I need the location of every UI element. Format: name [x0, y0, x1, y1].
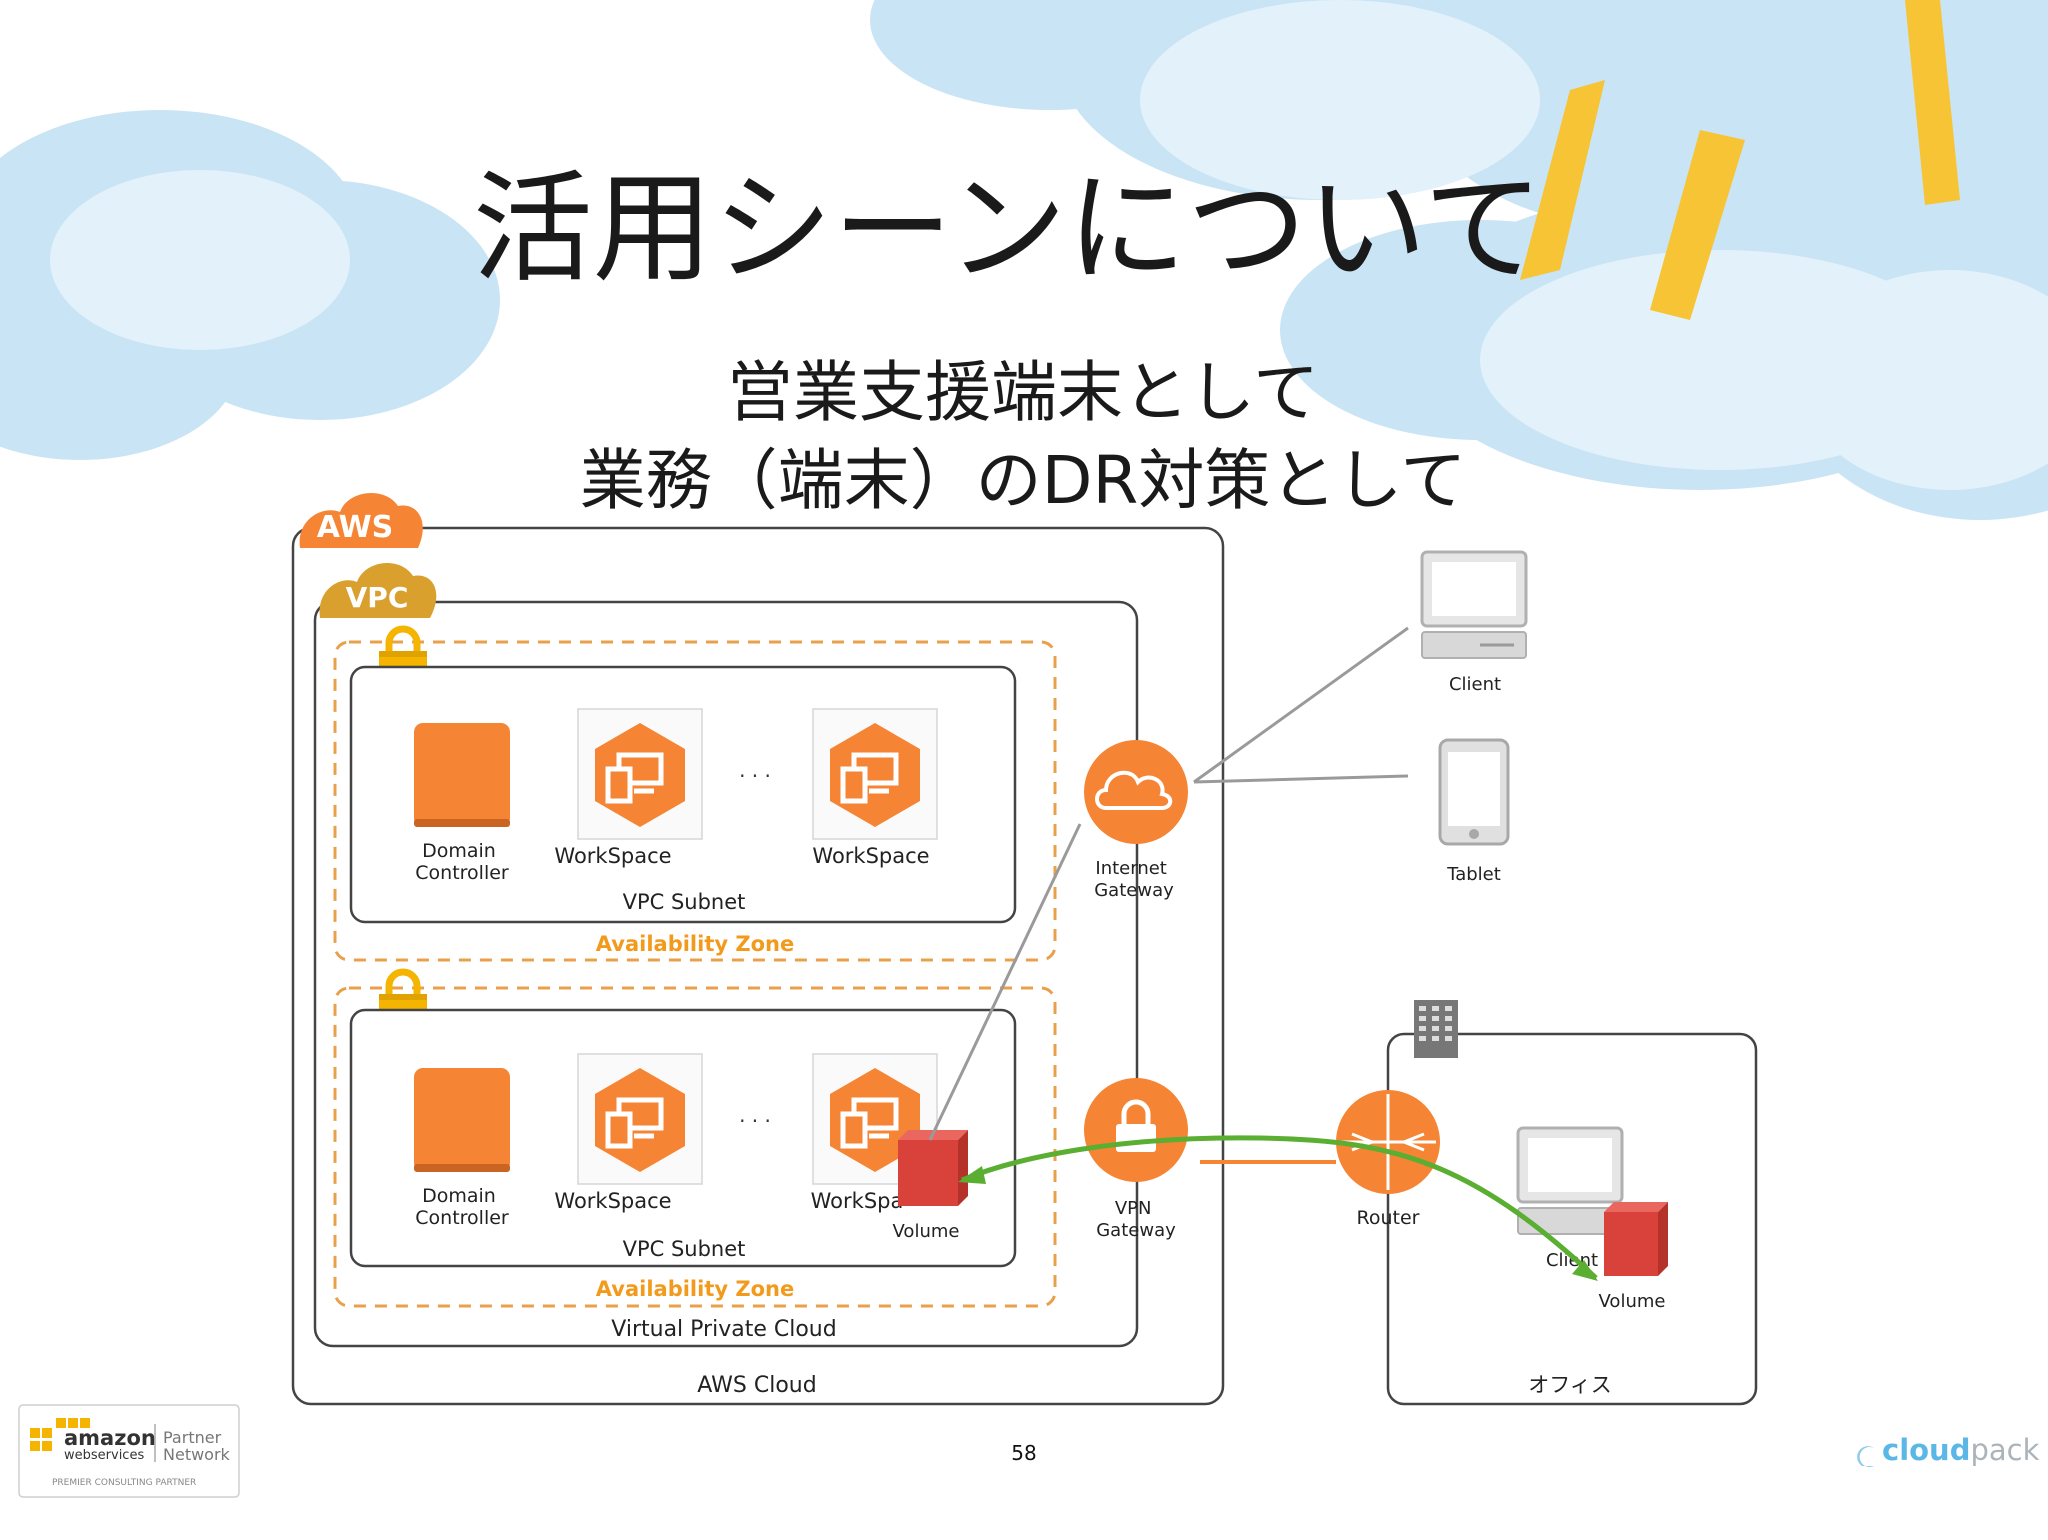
svg-text:cloudpack: cloudpack	[1882, 1433, 2040, 1467]
volume-icon	[898, 1130, 968, 1206]
zone-border	[333, 986, 1057, 1308]
vpc-badge-label: VPC	[346, 581, 409, 614]
svg-text:Partner: Partner	[163, 1428, 222, 1447]
workspace-icon	[813, 709, 937, 839]
connector-line	[1193, 774, 1409, 784]
ellipsis: · · ·	[739, 1109, 771, 1133]
svg-text:PREMIER CONSULTING PARTNER: PREMIER CONSULTING PARTNER	[52, 1478, 196, 1488]
router-icon	[1336, 1090, 1440, 1194]
vpn-gateway-icon	[1084, 1078, 1188, 1182]
workspace-icon	[578, 709, 702, 839]
subtitle-line-2: 業務（端末）のDR対策として	[580, 442, 1467, 519]
replication-arrow	[958, 1135, 1598, 1281]
workspace-icon	[578, 1054, 702, 1184]
domain-controller-label: Domain Controller	[415, 840, 509, 884]
vpc-badge: VPC	[319, 563, 437, 618]
domain-controller-icon	[414, 723, 510, 827]
office-label: オフィス	[1528, 1373, 1612, 1397]
tablet-icon	[1438, 738, 1510, 846]
slide-title: 活用シーンについて	[473, 160, 1543, 299]
workspace-label: WorkSpace	[812, 844, 929, 868]
svg-text:Network: Network	[163, 1445, 231, 1464]
zone-border	[333, 640, 1057, 962]
connector-line	[1193, 626, 1409, 784]
aws-badge: AWS	[299, 493, 423, 548]
sky-background	[0, 0, 2048, 520]
client-computer-icon	[1420, 550, 1528, 659]
internet-gateway-icon	[1084, 740, 1188, 844]
availability-zone-1: Domain Controller WorkSpace · · · WorkSp…	[333, 629, 1057, 962]
tablet-label: Tablet	[1446, 864, 1501, 885]
aws-partner-network-logo: amazon webservices Partner Network PREMI…	[18, 1404, 240, 1498]
internet-gateway-label: Internet Gateway	[1094, 858, 1174, 901]
subnet-label: VPC Subnet	[623, 890, 746, 914]
office-volume-label: Volume	[1599, 1291, 1666, 1312]
workspace-label: WorkSpace	[554, 844, 671, 868]
connector-line	[928, 823, 1082, 1141]
svg-text:webservices: webservices	[64, 1448, 144, 1463]
subnet-label: VPC Subnet	[623, 1237, 746, 1261]
vpn-gateway-label: VPN Gateway	[1096, 1198, 1176, 1241]
building-icon	[1414, 1000, 1458, 1058]
svg-text:amazon: amazon	[64, 1426, 156, 1450]
cloudpack-logo: cloudpack	[1857, 1433, 2040, 1467]
domain-controller-label: Domain Controller	[415, 1185, 509, 1229]
office-volume-icon	[1604, 1202, 1668, 1276]
zone-label: Availability Zone	[596, 1277, 794, 1301]
volume-label: Volume	[893, 1221, 960, 1242]
aws-cloud-label: AWS Cloud	[697, 1373, 816, 1398]
subtitle-line-1: 営業支援端末として	[727, 354, 1319, 431]
client-label: Client	[1449, 674, 1501, 695]
domain-controller-icon	[414, 1068, 510, 1172]
zone-label: Availability Zone	[596, 932, 794, 956]
page-number: 58	[1011, 1441, 1036, 1465]
router-label: Router	[1357, 1207, 1420, 1229]
availability-zone-2: Domain Controller WorkSpace · · · WorkSp…	[333, 972, 1057, 1308]
ellipsis: · · ·	[739, 764, 771, 788]
aws-badge-label: AWS	[317, 510, 394, 545]
workspace-label: WorkSpa	[811, 1189, 904, 1213]
vpc-label: Virtual Private Cloud	[611, 1317, 836, 1342]
office-client-icon	[1516, 1126, 1624, 1235]
workspace-label: WorkSpace	[554, 1189, 671, 1213]
